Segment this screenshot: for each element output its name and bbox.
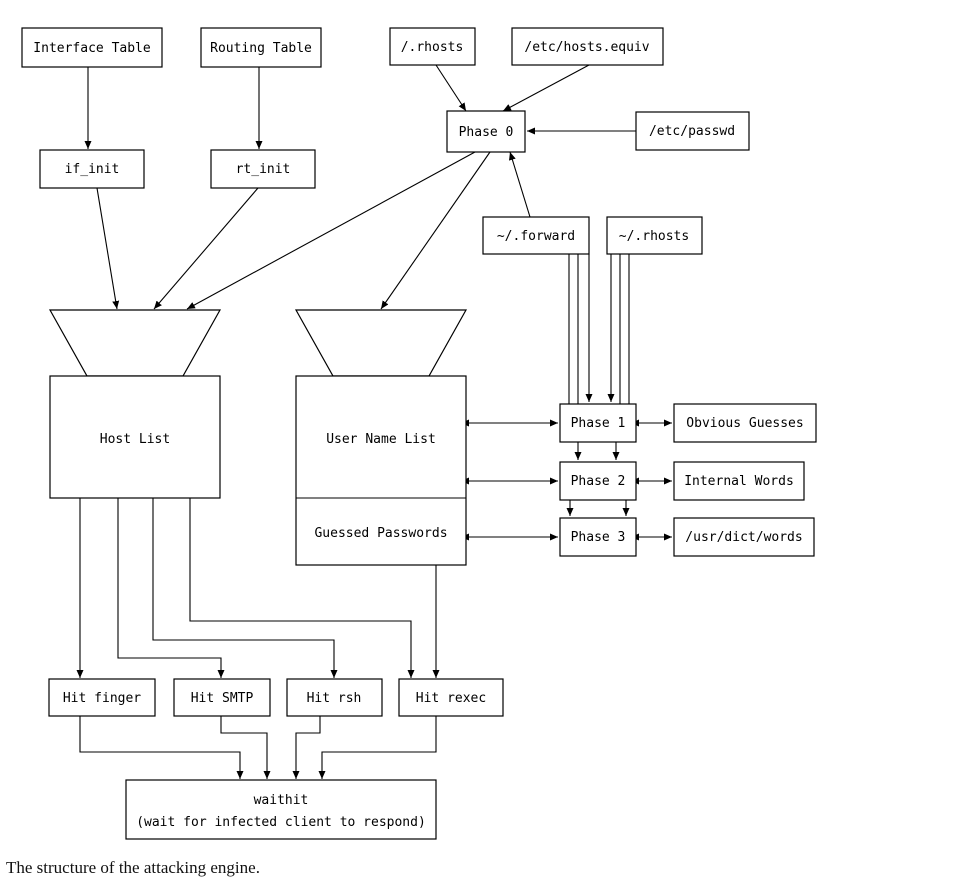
rt-init-node: rt_init bbox=[210, 149, 316, 189]
rt-init-label: rt_init bbox=[236, 162, 291, 177]
edge-finger-to-waithit bbox=[79, 716, 244, 779]
edge-rsh-to-waithit bbox=[292, 716, 321, 779]
host-list-funnel bbox=[48, 309, 222, 377]
hit-rsh-label: Hit rsh bbox=[307, 691, 362, 706]
phase2-node: Phase 2 bbox=[559, 461, 637, 501]
if-init-node: if_init bbox=[39, 149, 145, 189]
phase1-label: Phase 1 bbox=[571, 416, 626, 431]
waithit-node: waithit (wait for infected client to res… bbox=[125, 779, 437, 840]
edge-hostlist-to-rexec bbox=[189, 498, 415, 678]
phase0-label: Phase 0 bbox=[459, 125, 514, 140]
diagram-caption: The structure of the attacking engine. bbox=[6, 858, 260, 877]
if-init-label: if_init bbox=[65, 162, 120, 177]
phase0-node: Phase 0 bbox=[446, 110, 526, 153]
rhosts-user-label: ~/.rhosts bbox=[619, 229, 689, 244]
etc-passwd-node: /etc/passwd bbox=[635, 111, 750, 151]
user-name-list-box bbox=[295, 375, 467, 566]
host-list-container: Host List bbox=[48, 309, 222, 499]
hosts-equiv-node: /etc/hosts.equiv bbox=[511, 27, 664, 66]
host-list-label: Host List bbox=[100, 432, 170, 447]
waithit-label: waithit bbox=[254, 793, 309, 808]
connectors bbox=[76, 64, 672, 779]
phase3-node: Phase 3 bbox=[559, 517, 637, 557]
phase2-label: Phase 2 bbox=[571, 474, 626, 489]
phase3-label: Phase 3 bbox=[571, 530, 626, 545]
edge-rexec-to-waithit bbox=[318, 716, 437, 779]
edge-rtinit-to-hostlist bbox=[153, 187, 259, 310]
hit-finger-label: Hit finger bbox=[63, 691, 141, 706]
edge-phase0-to-hostlist bbox=[186, 151, 476, 310]
internal-words-node: Internal Words bbox=[673, 461, 805, 501]
internal-words-label: Internal Words bbox=[684, 474, 794, 489]
routing-table-label: Routing Table bbox=[210, 41, 312, 56]
hit-rexec-label: Hit rexec bbox=[416, 691, 486, 706]
edge-hostlist-to-rsh bbox=[152, 498, 338, 678]
edge-phase0-to-usernamelist bbox=[380, 151, 491, 310]
forward-node: ~/.forward bbox=[482, 216, 590, 255]
guessed-passwords-label: Guessed Passwords bbox=[314, 526, 447, 541]
user-list-funnel bbox=[294, 309, 468, 377]
hit-smtp-node: Hit SMTP bbox=[173, 678, 271, 717]
user-name-list-label: User Name List bbox=[326, 432, 436, 447]
phase1-node: Phase 1 bbox=[559, 403, 637, 443]
edge-rhosts-to-phase0 bbox=[435, 64, 467, 112]
routing-table-node: Routing Table bbox=[200, 27, 322, 68]
edge-hostsequiv-to-phase0 bbox=[502, 64, 590, 112]
etc-passwd-label: /etc/passwd bbox=[649, 124, 735, 139]
interface-table-node: Interface Table bbox=[21, 27, 163, 68]
edge-forward-to-phase0 bbox=[509, 151, 531, 218]
interface-table-label: Interface Table bbox=[33, 41, 151, 56]
rhosts-root-label: /.rhosts bbox=[401, 40, 464, 55]
user-name-list-container: User Name List Guessed Passwords bbox=[294, 309, 468, 566]
waithit-note: (wait for infected client to respond) bbox=[136, 815, 426, 830]
host-list-box bbox=[49, 375, 221, 499]
edge-smtp-to-waithit bbox=[220, 716, 271, 779]
hit-finger-node: Hit finger bbox=[48, 678, 156, 717]
rhosts-root-node: /.rhosts bbox=[389, 27, 476, 66]
hosts-equiv-label: /etc/hosts.equiv bbox=[524, 40, 649, 55]
hit-rsh-node: Hit rsh bbox=[286, 678, 383, 717]
edge-ifinit-to-hostlist bbox=[96, 187, 120, 310]
usr-dict-words-label: /usr/dict/words bbox=[685, 530, 802, 545]
edge-hostlist-to-smtp bbox=[117, 498, 225, 678]
hit-rexec-node: Hit rexec bbox=[398, 678, 504, 717]
rhosts-user-node: ~/.rhosts bbox=[606, 216, 703, 255]
obvious-guesses-label: Obvious Guesses bbox=[686, 416, 803, 431]
obvious-guesses-node: Obvious Guesses bbox=[673, 403, 817, 443]
usr-dict-words-node: /usr/dict/words bbox=[673, 517, 815, 557]
forward-label: ~/.forward bbox=[497, 229, 575, 244]
hit-smtp-label: Hit SMTP bbox=[191, 691, 254, 706]
